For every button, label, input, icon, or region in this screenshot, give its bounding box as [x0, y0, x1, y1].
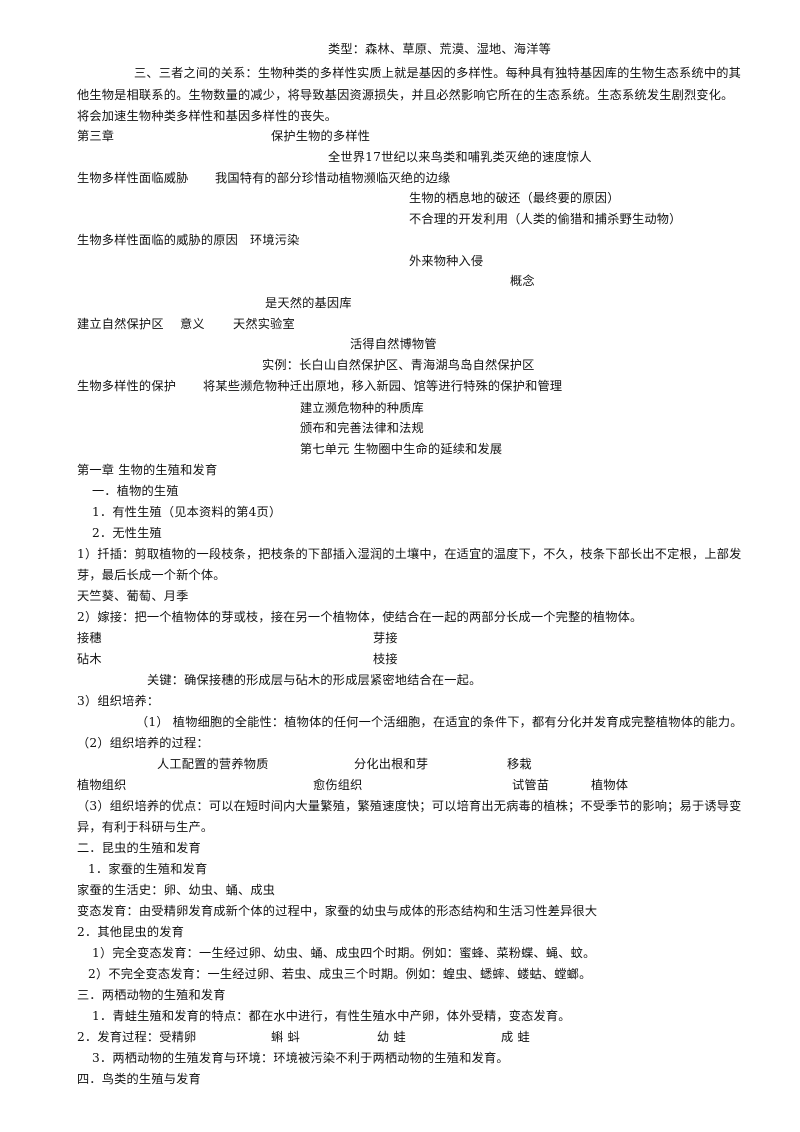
text-line: 关键：确保接穗的形成层与砧木的形成层紧密地结合在一起。	[147, 673, 482, 687]
text-line: 概念	[510, 274, 535, 288]
text-line: 天然实验室	[233, 317, 295, 331]
text-line: 试管苗	[512, 778, 550, 792]
text-line: 接穗	[77, 631, 102, 645]
section-heading: 一．植物的生殖	[92, 484, 179, 498]
text-line: 是天然的基因库	[265, 296, 352, 310]
text-line: 芽，最后长成一个新个体。	[77, 568, 226, 582]
text-line: 外来物种入侵	[409, 254, 484, 268]
chapter-heading: 第三章	[77, 129, 115, 143]
text-line: 芽接	[373, 631, 398, 645]
text-line: 异，有利于科研与生产。	[77, 820, 214, 834]
text-line: 生物的栖息地的破还（最终要的原因）	[409, 191, 620, 205]
text-line: （3）组织培养的优点：可以在短时间内大量繁殖，繁殖速度快；可以培育出无病毒的植株…	[77, 799, 742, 813]
text-line: 1．有性生殖（见本资料的第4页）	[92, 505, 282, 519]
chapter-title: 保护生物的多样性	[271, 129, 371, 143]
text-line: （1） 植物细胞的全能性：植物体的任何一个活细胞，在适宜的条件下，都有分化并发育…	[136, 715, 743, 729]
text-line: 将会加速生物种类多样性和基因多样性的丧失。	[77, 109, 338, 123]
text-line: 2．发育过程：受精卵	[77, 1030, 197, 1044]
unit-heading: 第七单元 生物圈中生命的延续和发展	[300, 442, 503, 456]
text-line: 他生物是相联系的。生物数量的减少，将导致基因资源损失，并且必然影响它所在的生态系…	[77, 88, 734, 102]
text-line: 植物组织	[77, 778, 127, 792]
text-line: 环境污染	[250, 233, 300, 247]
text-line: 枝接	[373, 652, 398, 666]
section-heading: 三．两栖动物的生殖和发育	[77, 988, 226, 1002]
text-line: 建立濒危物种的种质库	[300, 401, 424, 415]
text-line: 3．两栖动物的生殖发育与环境：环境被污染不利于两栖动物的生殖和发育。	[92, 1051, 509, 1065]
text-line: 类型：森林、草原、荒漠、湿地、海洋等	[328, 42, 551, 56]
text-line: 1．家蚕的生殖和发育	[88, 862, 208, 876]
text-line: 实例：长白山自然保护区、青海湖鸟岛自然保护区	[262, 358, 535, 372]
text-line: 2）嫁接：把一个植物体的芽或枝，接在另一个植物体，使结合在一起的两部分长成一个完…	[77, 610, 643, 624]
text-line: 砧木	[77, 652, 102, 666]
text-line: 蝌 蚪	[271, 1030, 300, 1044]
text-line: 变态发育：由受精卵发育成新个体的过程中，家蚕的幼虫与成体的形态结构和生活习性差异…	[77, 904, 598, 918]
text-line: 全世界17世纪以来鸟类和哺乳类灭绝的速度惊人	[328, 150, 592, 164]
section-heading: 二．昆虫的生殖和发育	[77, 841, 201, 855]
text-line: 天竺葵、葡萄、月季	[77, 589, 189, 603]
text-line: 2）不完全变态发育：一生经过卵、若虫、成虫三个时期。例如：蝗虫、蟋蟀、蝼蛄、螳螂…	[88, 967, 592, 981]
text-line: 家蚕的生活史：卵、幼虫、蛹、成虫	[77, 883, 276, 897]
text-line: 移栽	[507, 757, 532, 771]
text-line: 1）完全变态发育：一生经过卵、幼虫、蛹、成虫四个时期。例如：蜜蜂、菜粉蝶、蝇、蚊…	[92, 946, 596, 960]
text-line: 生物多样性面临威胁	[77, 171, 189, 185]
text-line: 活得自然博物管	[350, 337, 437, 351]
text-line: （2）组织培养的过程：	[77, 736, 209, 750]
chapter-heading: 第一章 生物的生殖和发育	[77, 463, 218, 477]
text-line: 意义	[180, 317, 205, 331]
text-line: 人工配置的营养物质	[157, 757, 269, 771]
text-line: 植物体	[591, 778, 629, 792]
text-line: 三、三者之间的关系：生物种类的多样性实质上就是基因的多样性。每种具有独特基因库的…	[134, 66, 741, 80]
text-line: 成 蛙	[501, 1030, 530, 1044]
text-line: 幼 蛙	[377, 1030, 406, 1044]
text-line: 建立自然保护区	[77, 317, 164, 331]
text-line: 颁布和完善法律和法规	[300, 421, 424, 435]
text-line: 我国特有的部分珍惜动植物濒临灭绝的边缘	[215, 171, 451, 185]
text-line: 分化出根和芽	[354, 757, 429, 771]
text-line: 生物多样性面临的威胁的原因	[77, 233, 239, 247]
section-heading: 四．鸟类的生殖与发育	[77, 1072, 201, 1086]
text-line: 3）组织培养：	[77, 694, 160, 708]
text-line: 不合理的开发利用（人类的偷猎和捕杀野生动物）	[409, 212, 682, 226]
text-line: 将某些濒危物种迁出原地，移入新园、馆等进行特殊的保护和管理	[203, 379, 563, 393]
text-line: 1．青蛙生殖和发育的特点：都在水中进行，有性生殖水中产卵，体外受精，变态发育。	[92, 1009, 571, 1023]
text-line: 2．其他昆虫的发育	[77, 925, 185, 939]
text-line: 愈伤组织	[313, 778, 363, 792]
text-line: 1）扦插：剪取植物的一段枝条，把枝条的下部插入湿润的土壤中，在适宜的温度下，不久…	[77, 547, 742, 561]
text-line: 生物多样性的保护	[77, 379, 177, 393]
text-line: 2．无性生殖	[92, 526, 162, 540]
